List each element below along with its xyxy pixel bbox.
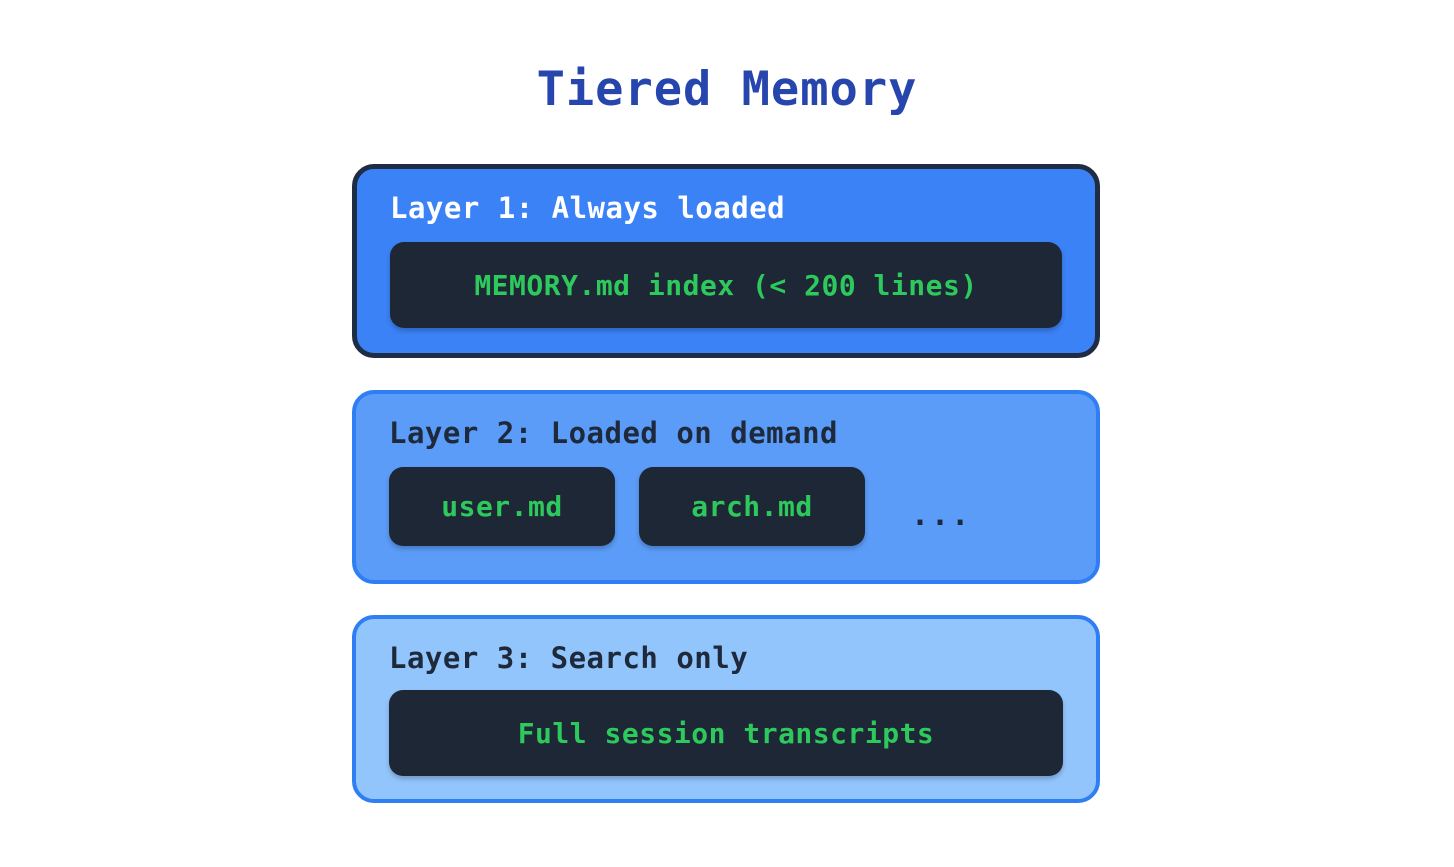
layer-1-item-memory-index[interactable]: MEMORY.md index (< 200 lines) [390, 242, 1062, 328]
layer-2-ellipsis: ... [911, 498, 972, 533]
page-title: Tiered Memory [536, 62, 918, 117]
layer-3-content-row: Full session transcripts [389, 690, 1063, 776]
layer-2-content-row: user.md arch.md ... [389, 467, 1063, 546]
layer-3-box: Layer 3: Search only Full session transc… [352, 615, 1100, 803]
layer-2-box: Layer 2: Loaded on demand user.md arch.m… [352, 390, 1100, 584]
layer-3-label: Layer 3: Search only [389, 641, 749, 675]
layer-2-item-user-md[interactable]: user.md [389, 467, 615, 546]
layer-1-content-row: MEMORY.md index (< 200 lines) [390, 242, 1062, 328]
layer-1-box: Layer 1: Always loaded MEMORY.md index (… [352, 164, 1100, 358]
layer-2-label: Layer 2: Loaded on demand [389, 416, 838, 450]
layer-2-item-arch-md[interactable]: arch.md [639, 467, 865, 546]
layer-1-label: Layer 1: Always loaded [390, 191, 786, 225]
layer-3-item-session-transcripts[interactable]: Full session transcripts [389, 690, 1063, 776]
